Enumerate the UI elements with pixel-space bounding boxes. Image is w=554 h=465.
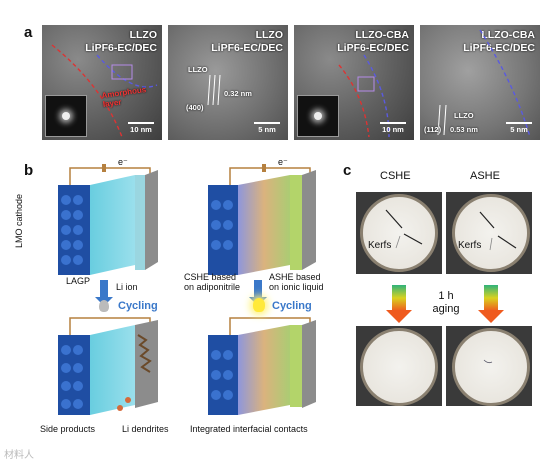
electron-label-right: e⁻: [278, 157, 288, 167]
sample-ashe-before: Kerfs: [446, 192, 532, 274]
side-products-label: Side products: [40, 424, 96, 434]
lattice-label: LLZO: [188, 65, 208, 74]
aging-label: 1 h aging: [432, 290, 460, 315]
fft-inset: [297, 95, 339, 137]
tem-label: LLZO LiPF6-EC/DEC: [85, 29, 157, 54]
col-cshe-label: CSHE: [380, 170, 411, 182]
cycling-arrow-right: [249, 280, 267, 306]
aging-arrow-right: [478, 285, 504, 323]
bulb-dim-icon: [99, 300, 109, 312]
kerfs-label: Kerfs: [458, 240, 482, 251]
lattice-plane: (112): [424, 125, 442, 134]
tem-label: LLZO-CBA LiPF6-EC/DEC: [463, 29, 535, 54]
tem-overlay: [338, 54, 390, 138]
lattice-label: LLZO: [454, 111, 474, 120]
tem-image-4: LLZO-CBA LiPF6-EC/DEC LLZO (112) 0.53 nm…: [420, 25, 540, 140]
scale-bar: 5 nm: [254, 122, 280, 134]
dendrites-label: Li dendrites: [122, 424, 169, 434]
sample-cshe-after: [356, 326, 442, 406]
li-ion-label: Li ion: [116, 282, 138, 292]
sample-ashe-after: [446, 326, 532, 406]
tem-image-2: LLZO LiPF6-EC/DEC LLZO (400) 0.32 nm 5 n…: [168, 25, 288, 140]
cycling-label-right: Cycling: [272, 300, 312, 312]
lattice-spacing: 0.53 nm: [450, 125, 478, 134]
sample-cshe-before: Kerfs: [356, 192, 442, 274]
tem-image-1: LLZO LiPF6-EC/DEC Amorphous layer 10 nm: [42, 25, 162, 140]
panel-c-letter: c: [343, 162, 352, 179]
scale-bar: 5 nm: [506, 122, 532, 134]
fft-inset: [45, 95, 87, 137]
cycling-arrow-left: [95, 280, 113, 306]
ashe-label: ASHE based on ionic liquid: [269, 272, 324, 292]
tem-overlay: [437, 29, 531, 138]
tem-image-3: LLZO-CBA LiPF6-EC/DEC 10 nm: [294, 25, 414, 140]
scale-bar: 10 nm: [380, 122, 406, 134]
cathode-label: LMO cathode: [14, 193, 24, 248]
watermark: 材料人: [4, 450, 34, 461]
tem-label: LLZO-CBA LiPF6-EC/DEC: [337, 29, 409, 54]
tem-overlay: [51, 44, 158, 138]
bulb-lit-icon: [253, 298, 265, 312]
aging-arrow-left: [386, 285, 412, 323]
panel-a-letter: a: [24, 24, 33, 41]
cycling-label-left: Cycling: [118, 300, 158, 312]
scale-bar: 10 nm: [128, 122, 154, 134]
tem-label: LLZO LiPF6-EC/DEC: [211, 29, 283, 54]
lattice-lines: [207, 74, 221, 106]
contacts-label: Integrated interfacial contacts: [190, 424, 308, 434]
lattice-plane: (400): [186, 103, 204, 112]
cshe-label: CSHE based on adiponitrile: [184, 272, 241, 292]
battery-schematic: [58, 164, 316, 415]
electron-label-left: e⁻: [118, 157, 128, 167]
col-ashe-label: ASHE: [470, 170, 500, 182]
panel-b-letter: b: [24, 162, 34, 179]
kerfs-label: Kerfs: [368, 240, 392, 251]
lagp-label: LAGP: [66, 276, 91, 286]
lattice-spacing: 0.32 nm: [224, 89, 252, 98]
